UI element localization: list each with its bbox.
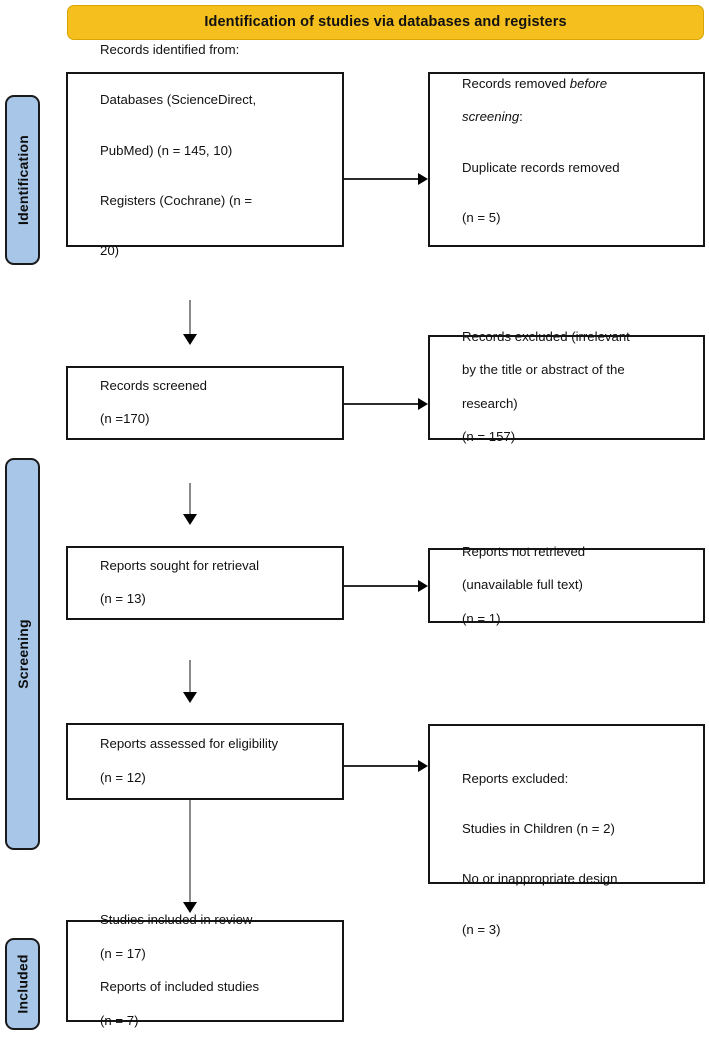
connector-identified-to-screened-line (189, 300, 191, 336)
connector-assessed-to-excluded-line (344, 765, 420, 767)
box-records-screened: Records screened (n =170) (66, 366, 344, 440)
box-reports-sought-text: Reports sought for retrieval (n = 13) (68, 541, 342, 625)
records-removed-line-1-pre: Records removed (461, 75, 570, 91)
box-records-identified: Records identified from: Databases (Scie… (66, 42, 344, 258)
records-identified-line-4: Registers (Cochrane) (n = (100, 193, 253, 209)
records-identified-line-1: Records identified from: (99, 42, 240, 58)
box-reports-excluded: Reports excluded: Studies in Children (n… (428, 724, 705, 937)
records-excluded-line-2: by the title or abstract of the (461, 362, 625, 378)
box-studies-included-text: Studies included in review (n = 17) Repo… (68, 896, 342, 1042)
box-records-removed: Records removed before screening: Duplic… (428, 72, 705, 247)
records-removed-line-2-italic: screening (461, 109, 520, 125)
reports-assessed-line-1: Reports assessed for eligibility (99, 736, 279, 752)
stage-tab-included: Included (5, 938, 40, 1030)
records-identified-line-3: PubMed) (n = 145, 10) (100, 142, 233, 158)
box-reports-assessed-text: Reports assessed for eligibility (n = 12… (68, 720, 342, 804)
connector-sought-to-not-retrieved-line (344, 585, 420, 587)
records-removed-line-2-post: : (519, 109, 523, 125)
stage-tab-included-label: Included (14, 954, 31, 1014)
records-excluded-line-3: research) (461, 395, 518, 411)
records-screened-line-2: (n =170) (99, 411, 150, 427)
box-studies-included: Studies included in review (n = 17) Repo… (66, 912, 344, 1028)
reports-excluded-line-4: (n = 3) (462, 921, 501, 937)
connector-identified-to-removed-line (344, 178, 420, 180)
connector-assessed-to-included-arrowhead (183, 902, 197, 913)
connector-sought-to-not-retrieved-arrowhead (418, 580, 428, 592)
reports-not-retrieved-line-3: (n = 1) (461, 610, 501, 626)
box-records-excluded: Records excluded (irrelevant by the titl… (428, 329, 705, 444)
studies-included-line-3: Reports of included studies (99, 979, 260, 995)
box-reports-assessed: Reports assessed for eligibility (n = 12… (66, 723, 344, 800)
stage-tab-identification: Identification (5, 95, 40, 265)
reports-excluded-line-2: Studies in Children (n = 2) (462, 821, 615, 837)
studies-included-line-1: Studies included in review (99, 912, 253, 928)
reports-not-retrieved-line-1: Reports not retrieved (461, 543, 586, 559)
stage-tab-screening: Screening (5, 458, 40, 850)
header-banner: Identification of studies via databases … (67, 5, 704, 40)
connector-assessed-to-excluded-arrowhead (418, 760, 428, 772)
records-removed-line-3: Duplicate records removed (462, 159, 620, 175)
box-records-removed-text: Records removed before screening: Duplic… (430, 59, 703, 260)
reports-not-retrieved-line-2: (unavailable full text) (461, 577, 583, 593)
records-screened-line-1: Records screened (99, 377, 208, 393)
connector-screened-to-excluded-arrowhead (418, 398, 428, 410)
records-excluded-line-1: Records excluded (irrelevant (461, 328, 630, 344)
records-removed-line-1-italic: before (569, 75, 608, 91)
stage-tab-screening-label: Screening (14, 619, 31, 689)
box-reports-sought: Reports sought for retrieval (n = 13) (66, 546, 344, 620)
reports-excluded-line-1: Reports excluded: (461, 770, 569, 786)
box-reports-excluded-text: Reports excluded: Studies in Children (n… (430, 754, 703, 972)
studies-included-line-4: (n = 7) (99, 1012, 139, 1028)
box-records-identified-text: Records identified from: Databases (Scie… (68, 25, 342, 293)
records-removed-line-4: (n = 5) (462, 209, 501, 225)
connector-screened-to-sought-line (189, 483, 191, 516)
connector-sought-to-assessed-line (189, 660, 191, 694)
reports-excluded-line-3: No or inappropriate design (462, 871, 618, 887)
reports-sought-line-1: Reports sought for retrieval (99, 557, 260, 573)
connector-screened-to-excluded-line (344, 403, 420, 405)
records-excluded-line-4: (n = 157) (461, 429, 516, 445)
box-records-excluded-text: Records excluded (irrelevant by the titl… (430, 312, 703, 463)
connector-screened-to-sought-arrowhead (183, 514, 197, 525)
stage-tab-identification-label: Identification (14, 135, 31, 225)
box-reports-not-retrieved-text: Reports not retrieved (unavailable full … (430, 527, 703, 644)
records-identified-line-5: 20) (100, 243, 120, 259)
connector-assessed-to-included-line (189, 800, 191, 904)
box-reports-not-retrieved: Reports not retrieved (unavailable full … (428, 544, 705, 626)
reports-sought-line-2: (n = 13) (99, 591, 146, 607)
connector-identified-to-removed-arrowhead (418, 173, 428, 185)
reports-assessed-line-2: (n = 12) (99, 769, 146, 785)
header-title: Identification of studies via databases … (204, 13, 567, 30)
connector-identified-to-screened-arrowhead (183, 334, 197, 345)
box-records-screened-text: Records screened (n =170) (68, 361, 342, 445)
studies-included-line-2: (n = 17) (99, 945, 146, 961)
connector-sought-to-assessed-arrowhead (183, 692, 197, 703)
records-identified-line-2: Databases (ScienceDirect, (100, 92, 257, 108)
